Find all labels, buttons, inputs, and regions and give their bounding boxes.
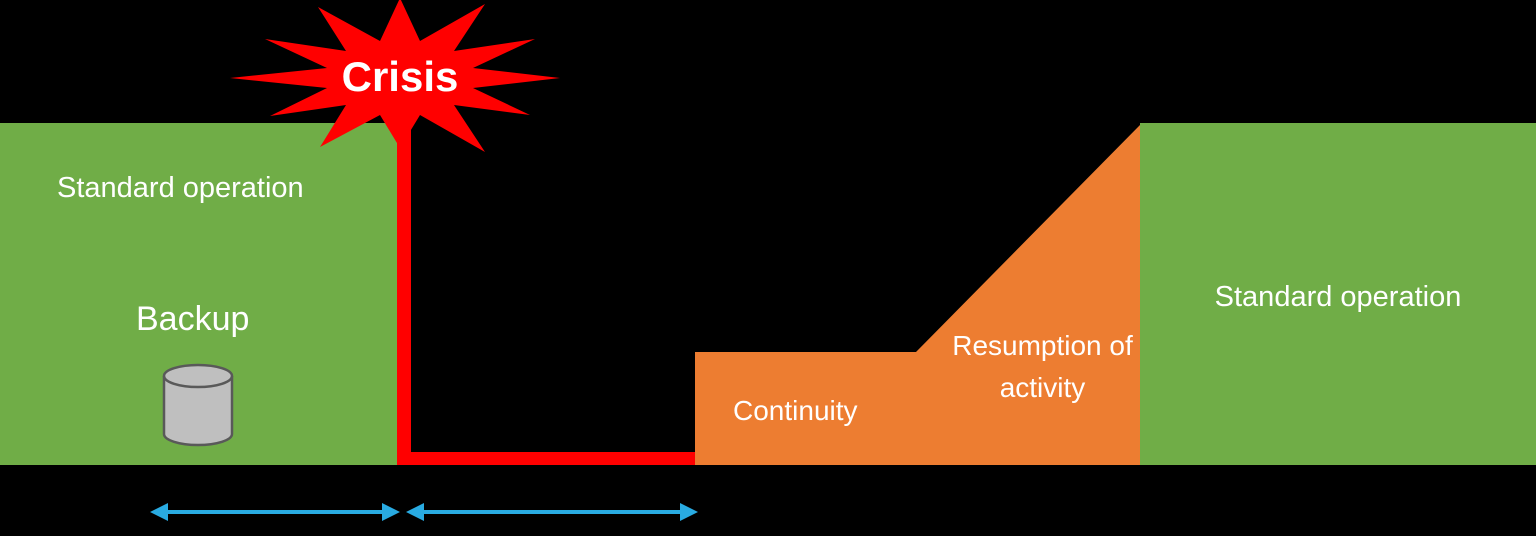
standard-operation-right-block bbox=[1140, 123, 1536, 465]
downtime-baseline bbox=[397, 452, 695, 465]
continuity-recovery-shape bbox=[695, 125, 1140, 465]
backup-label: Backup bbox=[136, 300, 250, 338]
crisis-burst-icon bbox=[230, 0, 560, 152]
backup-database-icon bbox=[162, 363, 234, 447]
standard-operation-right-label: Standard operation bbox=[1214, 281, 1462, 313]
crisis-drop-line bbox=[397, 105, 411, 465]
continuity-label: Continuity bbox=[733, 395, 858, 426]
resumption-of-activity-label: Resumption of activity bbox=[952, 330, 1133, 403]
standard-operation-left-label: Standard operation bbox=[57, 172, 304, 204]
backup-interval-arrow-icon bbox=[150, 503, 400, 521]
crisis-label: Crisis bbox=[341, 53, 459, 100]
downtime-interval-arrow-icon bbox=[406, 503, 698, 521]
